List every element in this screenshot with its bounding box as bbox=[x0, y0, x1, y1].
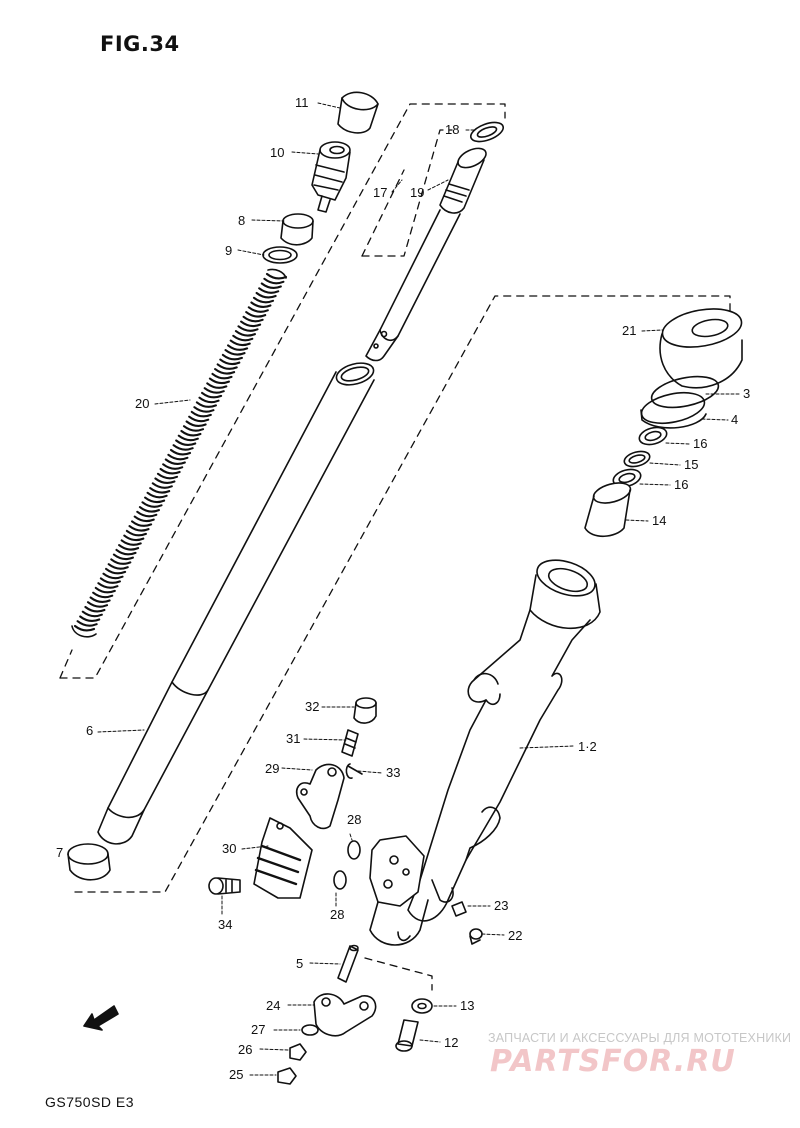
label-part-5: 5 bbox=[296, 956, 304, 971]
part-cap-32 bbox=[353, 697, 377, 724]
figure-title: FIG.34 bbox=[100, 32, 180, 56]
part-clip-15 bbox=[623, 450, 651, 468]
part-seal-3 bbox=[650, 375, 720, 409]
part-washer-28-upper bbox=[347, 840, 361, 860]
label-part-1-2: 1·2 bbox=[578, 739, 597, 754]
label-part-28-lower: 28 bbox=[330, 907, 345, 922]
part-washer-13 bbox=[411, 998, 433, 1014]
model-code: GS750SD E3 bbox=[45, 1094, 135, 1110]
part-pin-5 bbox=[337, 944, 359, 983]
part-stud-12 bbox=[395, 1019, 419, 1052]
label-part-17: 17 bbox=[373, 185, 388, 200]
part-nut-25 bbox=[277, 1067, 297, 1085]
label-part-29: 29 bbox=[265, 761, 280, 776]
label-part-30: 30 bbox=[222, 841, 237, 856]
label-part-15: 15 bbox=[684, 457, 699, 472]
part-clamp-29 bbox=[295, 763, 345, 830]
part-bolt-34 bbox=[208, 877, 241, 895]
label-part-12: 12 bbox=[444, 1035, 459, 1050]
part-washer-9 bbox=[262, 246, 298, 264]
part-washer-28-lower bbox=[333, 870, 347, 890]
part-bolt-22 bbox=[469, 928, 483, 945]
leader-lines bbox=[97, 102, 741, 1076]
part-screw-31 bbox=[341, 729, 359, 757]
label-part-3: 3 bbox=[743, 386, 751, 401]
label-part-4: 4 bbox=[731, 412, 739, 427]
assembly-lines bbox=[59, 103, 731, 991]
fwd-arrow-icon bbox=[83, 1005, 119, 1031]
label-part-13: 13 bbox=[460, 998, 475, 1013]
part-bolt-33 bbox=[345, 763, 363, 779]
label-part-16-lower: 16 bbox=[674, 477, 689, 492]
label-part-26: 26 bbox=[238, 1042, 253, 1057]
label-part-14: 14 bbox=[652, 513, 667, 528]
part-spacer-8 bbox=[280, 213, 314, 246]
part-nut-23 bbox=[451, 901, 467, 917]
label-part-20: 20 bbox=[135, 396, 150, 411]
part-cap-11 bbox=[337, 91, 379, 134]
label-part-31: 31 bbox=[286, 731, 301, 746]
part-bushing-7 bbox=[67, 843, 111, 881]
label-part-28-upper: 28 bbox=[347, 812, 362, 827]
label-part-18: 18 bbox=[445, 122, 460, 137]
label-part-27: 27 bbox=[251, 1022, 266, 1037]
label-part-10: 10 bbox=[270, 145, 285, 160]
label-part-11: 11 bbox=[295, 95, 309, 110]
label-part-24: 24 bbox=[266, 998, 281, 1013]
label-part-22: 22 bbox=[508, 928, 523, 943]
part-spring-20 bbox=[71, 268, 288, 638]
label-part-32: 32 bbox=[305, 699, 320, 714]
part-outer-tube-1-2 bbox=[369, 559, 601, 946]
label-part-33: 33 bbox=[386, 765, 401, 780]
part-boot-21 bbox=[659, 308, 743, 389]
label-part-21: 21 bbox=[622, 323, 637, 338]
label-part-8: 8 bbox=[238, 213, 246, 228]
label-part-34: 34 bbox=[218, 917, 233, 932]
label-part-6: 6 bbox=[86, 723, 94, 738]
label-part-19: 19 bbox=[410, 185, 425, 200]
label-part-9: 9 bbox=[225, 243, 233, 258]
label-part-16-upper: 16 bbox=[693, 436, 708, 451]
part-washer-16-upper bbox=[638, 426, 668, 446]
part-bushing-14 bbox=[584, 482, 632, 538]
part-inner-tube-6 bbox=[97, 362, 375, 845]
part-seal-4 bbox=[640, 391, 707, 429]
part-nut-26 bbox=[289, 1043, 307, 1061]
label-part-25: 25 bbox=[229, 1067, 244, 1082]
watermark-logo: PARTSFOR.RU bbox=[490, 1044, 736, 1079]
part-adjuster-10 bbox=[311, 141, 351, 213]
label-part-7: 7 bbox=[56, 845, 64, 860]
watermark-tagline: ЗАПЧАСТИ И АКСЕССУАРЫ ДЛЯ МОТОТЕХНИКИ bbox=[488, 1031, 792, 1045]
part-washer-27 bbox=[301, 1024, 319, 1036]
part-plate-30 bbox=[253, 817, 313, 899]
part-holder-24 bbox=[313, 993, 377, 1037]
label-part-23: 23 bbox=[494, 898, 509, 913]
part-ring-18 bbox=[469, 121, 505, 143]
part-damper-rod-19 bbox=[365, 147, 487, 362]
